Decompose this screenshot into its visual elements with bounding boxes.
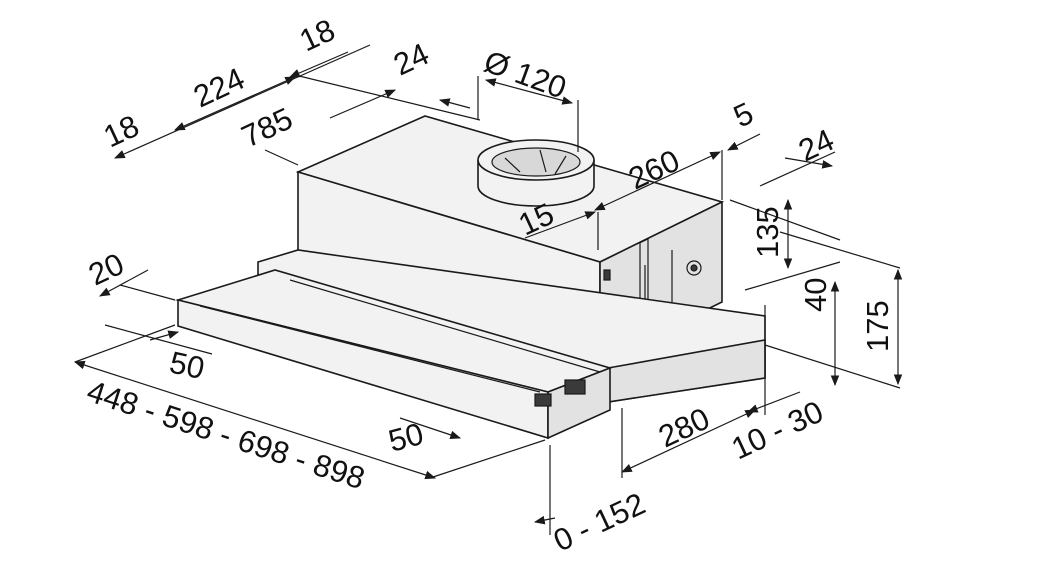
dim-top-18-right: 18 <box>294 12 340 58</box>
dim-bottom-10-30: 10 - 30 <box>726 394 828 467</box>
dim-top-224: 224 <box>188 61 250 115</box>
dim-top-18-left: 18 <box>98 108 144 154</box>
duct-outlet <box>477 139 595 207</box>
dim-bottom-0-152: 0 - 152 <box>548 486 650 559</box>
dim-bottom-280: 280 <box>653 401 715 455</box>
dim-right-40: 40 <box>798 278 833 312</box>
dim-top-785: 785 <box>236 101 298 155</box>
dim-right-175: 175 <box>860 300 895 352</box>
dim-left-50: 50 <box>167 345 208 386</box>
dim-right-5: 5 <box>728 95 758 134</box>
dim-duct-diameter: Ø 120 <box>480 44 571 106</box>
dim-right-24: 24 <box>793 122 839 168</box>
dim-right-135: 135 <box>750 206 785 258</box>
dimension-lines <box>73 44 903 535</box>
dim-bottom-50: 50 <box>385 416 427 459</box>
dim-bottom-widths: 448 - 598 - 698 - 898 <box>83 373 369 496</box>
dim-top-24: 24 <box>388 36 434 82</box>
